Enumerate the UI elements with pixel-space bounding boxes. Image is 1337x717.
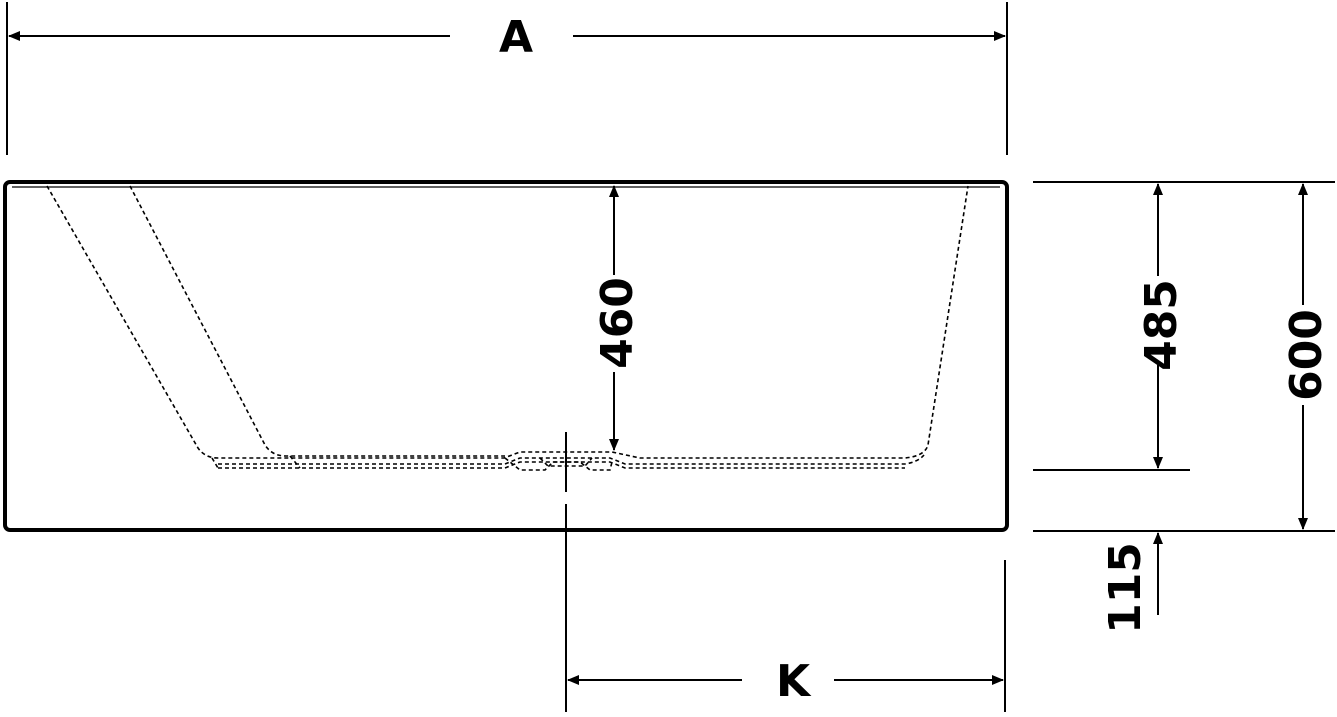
dimension-overall-length: A — [6, 2, 1008, 155]
dimension-drain-offset: K — [567, 656, 1004, 707]
dimension-inner-depth: 460 — [592, 185, 643, 451]
dimension-rim-to-floor: 485 — [1136, 183, 1187, 469]
inner-basin-hidden-lines — [46, 185, 969, 471]
label-rim-to-floor: 485 — [1136, 279, 1187, 371]
bathtub-outline — [3, 180, 1009, 532]
dimension-total-height: 600 — [1281, 183, 1332, 530]
right-extension-lines — [1004, 181, 1335, 712]
label-foot-height: 115 — [1100, 542, 1151, 634]
dimension-foot-height: 115 — [1100, 532, 1163, 634]
label-total-height: 600 — [1281, 309, 1332, 401]
label-overall-length: A — [499, 12, 533, 63]
label-inner-depth: 460 — [592, 277, 643, 369]
label-drain-offset: K — [776, 656, 812, 707]
